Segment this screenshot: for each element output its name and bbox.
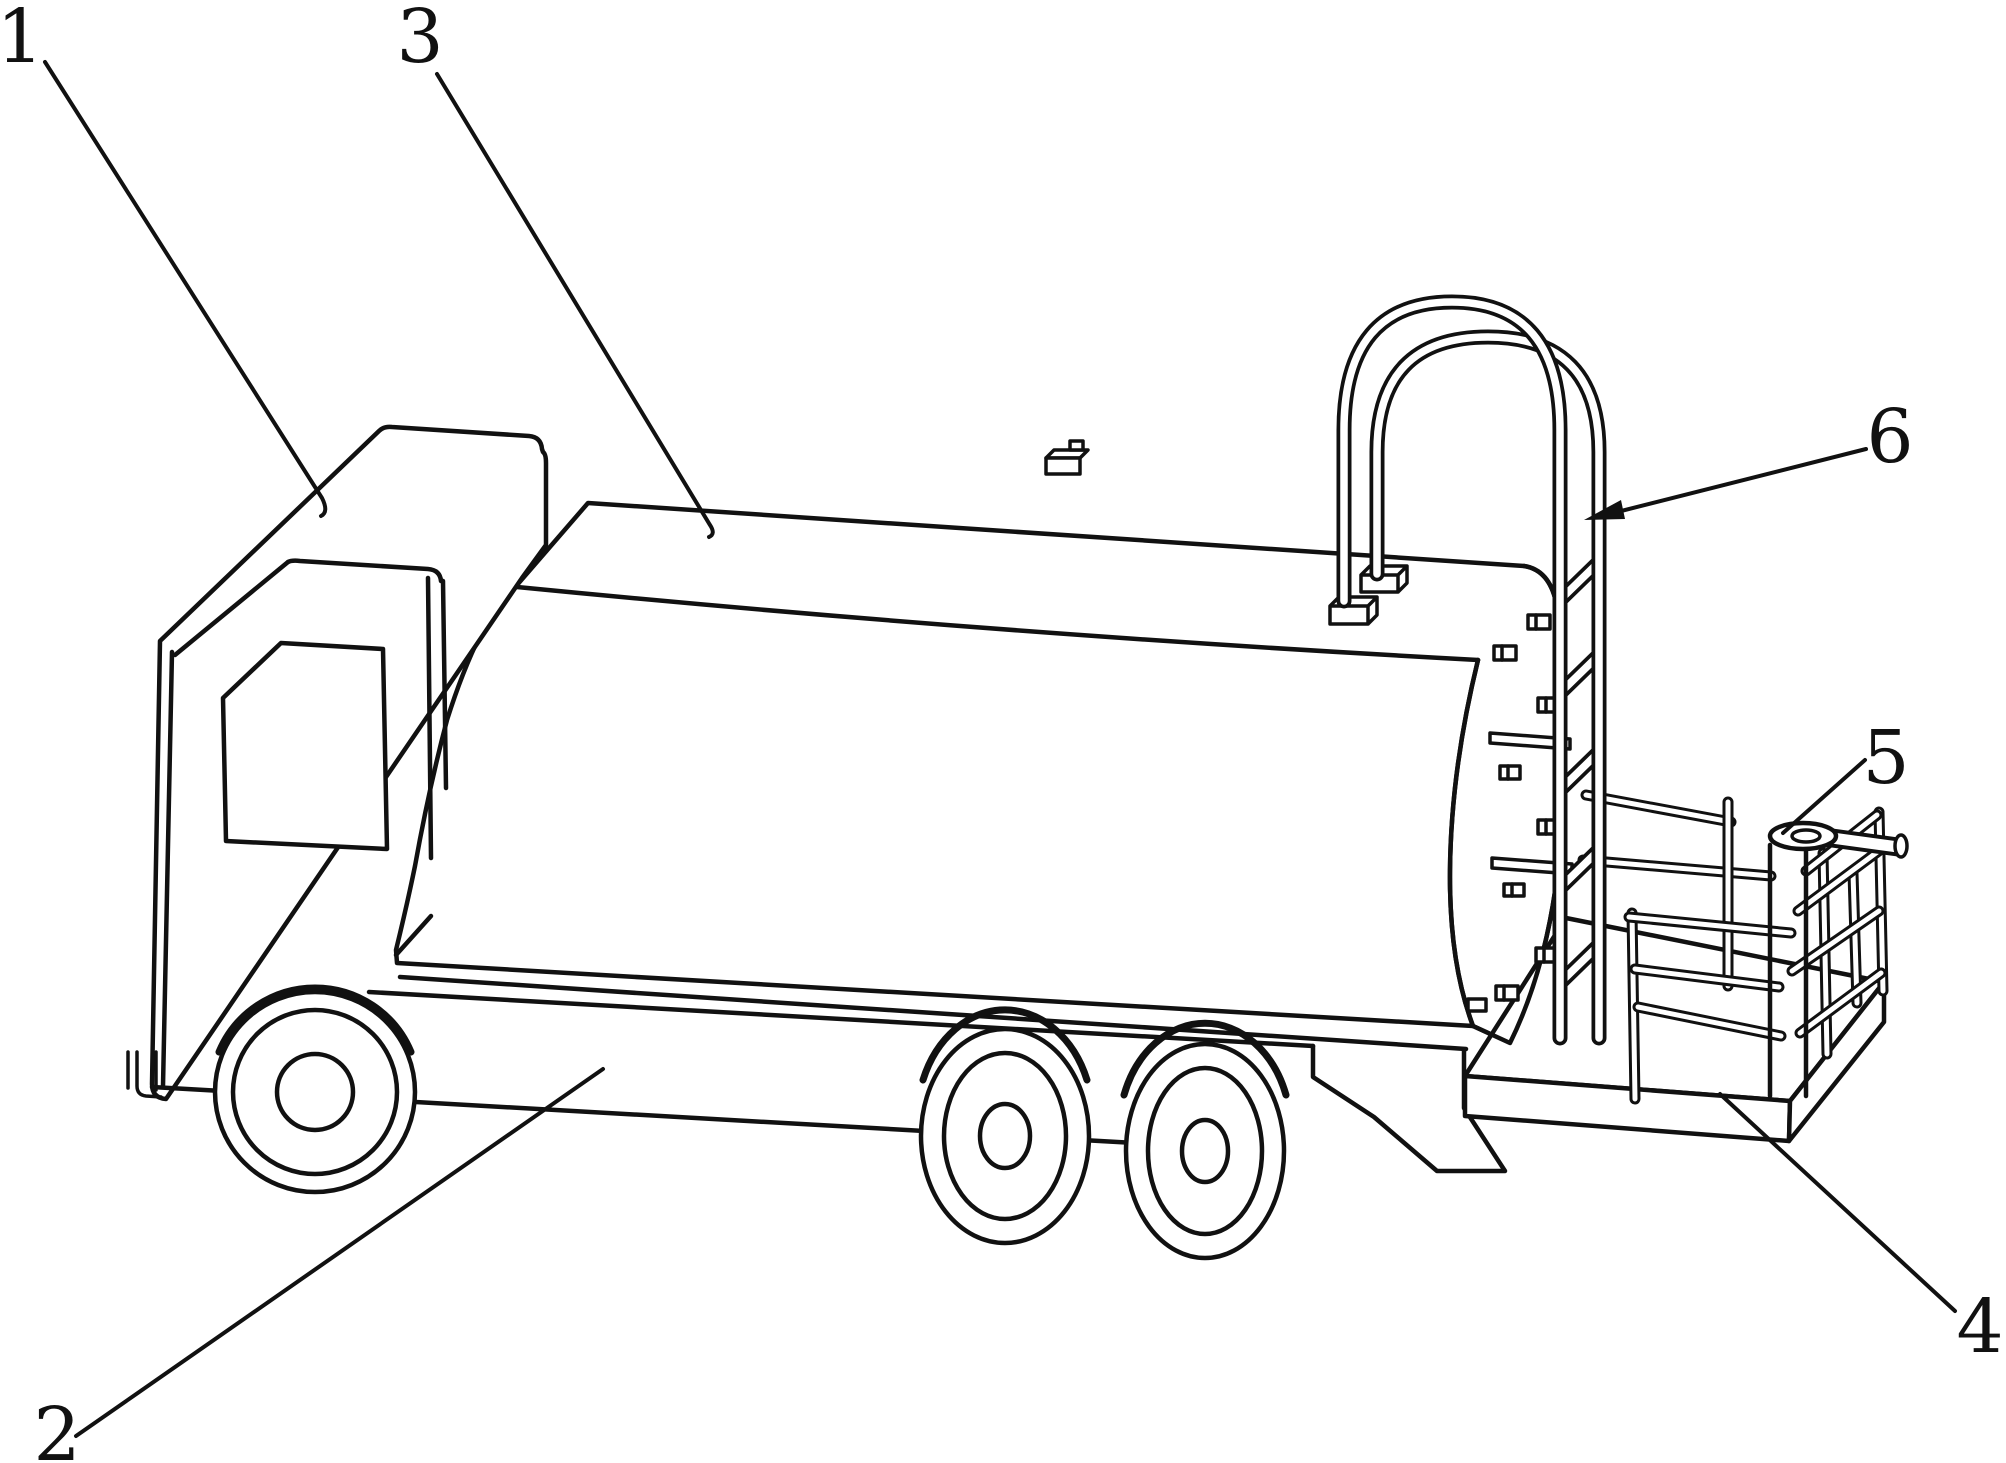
tank-top-front-edge: [514, 584, 1481, 663]
callout-4: 4: [1718, 1092, 2004, 1370]
callout-label-5: 5: [1862, 715, 1909, 801]
callout-3: 3: [396, 0, 715, 539]
tank-rear-rim-redraw: [1447, 657, 1481, 1029]
wheels: [212, 984, 1290, 1261]
arch-back-tube: [1369, 329, 1607, 1046]
leader-line-2: [74, 1067, 605, 1438]
cab-entry-step: [126, 1050, 163, 1099]
truck-cab: [126, 424, 549, 1102]
chassis-mid-rail: [366, 989, 1316, 1049]
leader-line-1: [43, 60, 328, 518]
chassis-top-rail: [397, 974, 1469, 1052]
arch-front-tube: [1336, 294, 1568, 1046]
leader-line-6: [1619, 447, 1868, 513]
callout-5: 5: [1781, 715, 1910, 835]
cap-bracket: [1526, 613, 1552, 631]
cap-bracket: [1494, 984, 1520, 1002]
cab-rear-pillar-inner: [425, 575, 434, 861]
platform-right-face: [1786, 979, 1887, 1144]
callout-label-2: 2: [33, 1392, 80, 1463]
tank-front-bottom-fold: [393, 913, 434, 958]
pipe-end-cap: [1893, 833, 1909, 859]
cab-left-edge-inner: [160, 649, 175, 1089]
standpipe-body: [1767, 842, 1809, 1099]
callout-label-4: 4: [1956, 1284, 2003, 1370]
callout-2: 2: [33, 1067, 605, 1463]
callout-label-3: 3: [396, 0, 443, 80]
cap-bracket: [1492, 644, 1518, 662]
standpipe-opening: [1790, 828, 1822, 844]
tank-top-fitting: [1044, 439, 1090, 476]
leader-line-3: [435, 72, 715, 539]
cap-bracket-dividers: [1500, 613, 1548, 1002]
cab-roof-front-edge: [285, 558, 444, 584]
cab-windshield-inner-edge: [172, 559, 291, 658]
front-wheel: [212, 989, 418, 1195]
cap-bracket: [1498, 764, 1522, 781]
cap-bracket: [1502, 882, 1526, 898]
callout-label-6: 6: [1866, 394, 1913, 480]
fitting-tab: [1068, 439, 1085, 452]
leader-line-4: [1718, 1092, 1957, 1313]
leader-line-5: [1781, 758, 1867, 835]
cab-rear-pillar-inner2: [440, 578, 449, 791]
fitting-box-front: [1044, 456, 1082, 476]
rear-wheel-1: [918, 1026, 1092, 1246]
cap-bracket: [1466, 997, 1488, 1013]
cap-long-bracket: [1488, 731, 1572, 751]
standpipe-flange: [1767, 820, 1839, 852]
rear-wheel-2: [1123, 1041, 1287, 1261]
callout-6: 6: [1584, 394, 1914, 520]
callout-1: 1: [0, 0, 328, 518]
ladder-arch: [1336, 294, 1607, 1046]
callout-label-1: 1: [0, 0, 44, 80]
wheel-arches: [215, 984, 1290, 1099]
leader-arrowhead-6: [1584, 500, 1625, 520]
cab-side-window: [220, 640, 390, 852]
